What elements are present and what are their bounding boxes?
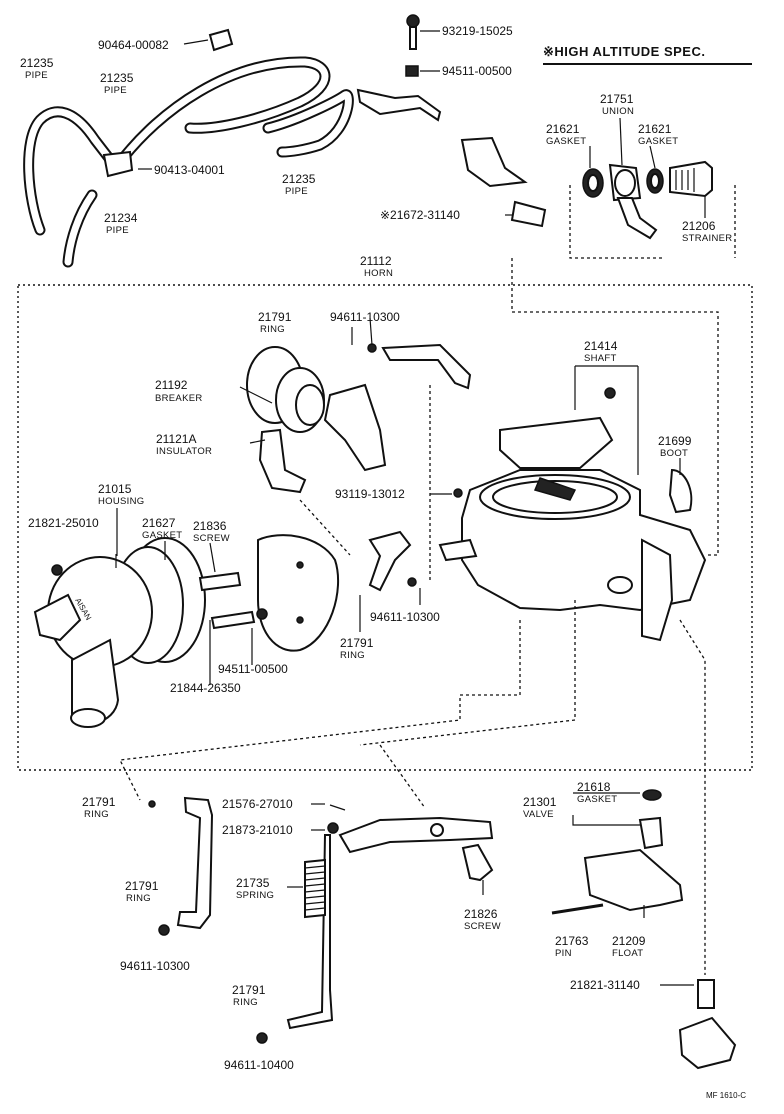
high-altitude-bracket: [569, 185, 662, 259]
label-21821-25010: 21821-25010: [28, 516, 99, 530]
label-21015-name: HOUSING: [98, 496, 144, 507]
label-21235-b: 21235: [100, 71, 134, 85]
carburetor-horn-body: [438, 387, 707, 642]
insulator-linkage: [258, 428, 463, 592]
label-21112: 21112: [360, 254, 392, 268]
label-21206: 21206: [682, 219, 716, 233]
label-21791-b: 21791: [340, 636, 374, 650]
label-21826: 21826: [464, 907, 498, 921]
label-21791-a: 21791: [258, 310, 292, 324]
label-21751: 21751: [600, 92, 634, 106]
label-94611-10300-a: 94611-10300: [330, 310, 400, 324]
leader-lines-upper: [138, 30, 706, 218]
label-21735: 21735: [236, 876, 270, 890]
label-21235-c-name: PIPE: [285, 186, 308, 197]
label-21826-name: SCREW: [464, 921, 501, 932]
label-21206-name: STRAINER: [682, 233, 732, 244]
label-21618: 21618: [577, 780, 611, 794]
label-21235-b-name: PIPE: [104, 85, 127, 96]
label-21627: 21627: [142, 516, 176, 530]
label-21235-c: 21235: [282, 172, 316, 186]
label-21672-31140: ※21672-31140: [380, 208, 460, 222]
label-21621-b: 21621: [638, 122, 672, 136]
top-screw-hardware: [356, 14, 547, 228]
label-21791-d-name: RING: [126, 893, 151, 904]
label-21121A: 21121A: [156, 432, 196, 446]
label-21836: 21836: [193, 519, 227, 533]
part-labels: 90464-00082 21235 PIPE 21235 PIPE 90413-…: [20, 24, 746, 1100]
label-21209: 21209: [612, 934, 646, 948]
label-93219-15025: 93219-15025: [442, 24, 513, 38]
breaker-assembly: [246, 343, 472, 472]
dotted-connection-leaders: [119, 258, 719, 975]
label-21209-name: FLOAT: [612, 948, 643, 959]
label-21627-name: GASKET: [142, 530, 182, 541]
label-21791-d: 21791: [125, 879, 159, 893]
label-93119-13012: 93119-13012: [335, 487, 405, 501]
label-21821-31140: 21821-31140: [570, 978, 640, 992]
label-21844-26350: 21844-26350: [170, 681, 241, 695]
label-21763-name: PIN: [555, 948, 572, 959]
label-94611-10300-c: 94611-10300: [120, 959, 190, 973]
label-90413-04001: 90413-04001: [154, 163, 225, 177]
label-21621-a: 21621: [546, 122, 580, 136]
label-21873-21010: 21873-21010: [222, 823, 293, 837]
label-90464-00082: 90464-00082: [98, 38, 169, 52]
label-21621-b-name: GASKET: [638, 136, 678, 147]
label-21836-name: SCREW: [193, 533, 230, 544]
label-21112-name: HORN: [364, 268, 393, 279]
label-21791-c-name: RING: [84, 809, 109, 820]
label-21791-e-name: RING: [233, 997, 258, 1008]
label-21618-name: GASKET: [577, 794, 617, 805]
label-21192: 21192: [155, 378, 188, 392]
label-21015: 21015: [98, 482, 132, 496]
label-21414-name: SHAFT: [584, 353, 617, 364]
label-21235-a-name: PIPE: [25, 70, 48, 81]
label-21121A-name: INSULATOR: [156, 446, 212, 457]
reference-code: MF 1610-C: [706, 1091, 746, 1100]
label-21791-a-name: RING: [260, 324, 285, 335]
high-altitude-header: ※HIGH ALTITUDE SPEC.: [543, 44, 705, 59]
label-21234: 21234: [104, 211, 138, 225]
label-21192-name: BREAKER: [155, 393, 203, 404]
label-94511-00500-a: 94511-00500: [442, 64, 512, 78]
label-21699-name: BOOT: [660, 448, 688, 459]
label-21763: 21763: [555, 934, 589, 948]
label-21301: 21301: [523, 795, 557, 809]
housing-assembly: AISAN: [33, 534, 340, 728]
label-21235-a: 21235: [20, 56, 54, 70]
label-21576-27010: 21576-27010: [222, 797, 293, 811]
label-21791-c: 21791: [82, 795, 116, 809]
label-94511-00500-b: 94511-00500: [218, 662, 288, 676]
label-94611-10300-b: 94611-10300: [370, 610, 440, 624]
label-94611-10400: 94611-10400: [224, 1058, 294, 1072]
label-21621-a-name: GASKET: [546, 136, 586, 147]
leader-lines-lower: [115, 317, 694, 986]
lower-linkage-parts: [148, 789, 737, 1070]
fuel-pipes: [23, 28, 354, 268]
high-altitude-union-assembly: [582, 160, 713, 240]
label-21751-name: UNION: [602, 106, 634, 117]
label-21414: 21414: [584, 339, 618, 353]
label-21699: 21699: [658, 434, 692, 448]
label-21791-b-name: RING: [340, 650, 365, 661]
label-21234-name: PIPE: [106, 225, 129, 236]
label-21301-name: VALVE: [523, 809, 554, 820]
label-21791-e: 21791: [232, 983, 266, 997]
label-21735-name: SPRING: [236, 890, 274, 901]
